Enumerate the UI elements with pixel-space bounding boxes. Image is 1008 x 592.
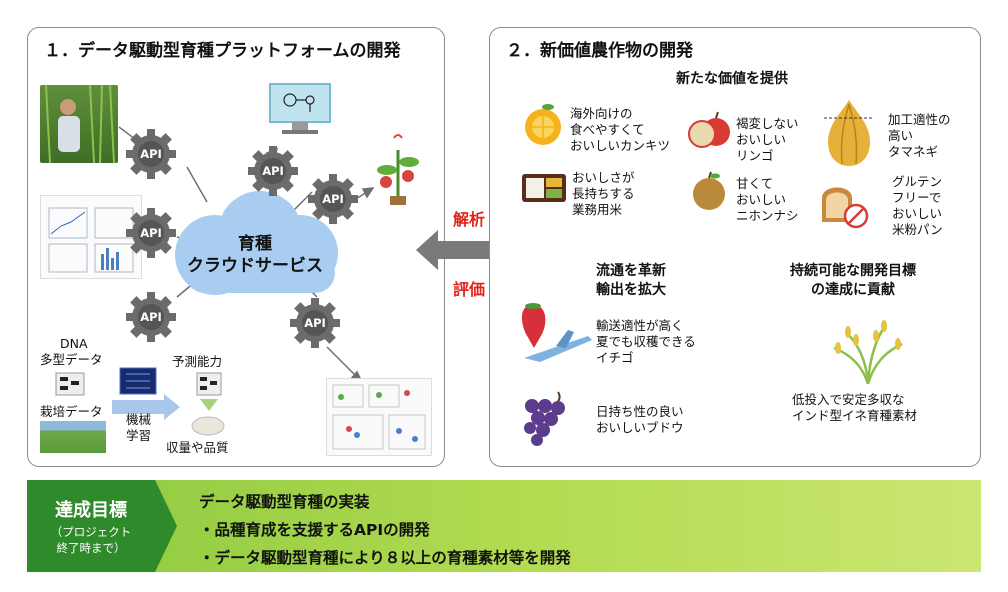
data-chart-thumbnail [40,195,142,279]
goal-sub-1: （プロジェクト [50,525,132,539]
goal-title: 達成目標 [55,500,127,521]
apple-icon [688,111,730,148]
new-crops-panel: ２．新価値農作物の開発 [489,27,981,467]
ml-label-2: 学習 [126,428,152,443]
yield-label: 収量や品質 [166,440,229,455]
api-gear-label: API [140,310,162,324]
prediction-chip-icon [196,372,222,396]
bidirectional-arrow [416,230,520,270]
farmer-photo [40,85,118,163]
onion-icon [824,100,874,166]
breeding-cloud-icon [175,191,338,295]
api-gear-label: API [262,164,284,178]
cloud-label-2: クラウドサービス [187,256,323,276]
pear-icon [693,171,725,210]
new-value-heading: 新たな価値を提供 [676,71,788,87]
api-gear-label: API [140,226,162,240]
grape-icon [524,391,565,446]
crop-text-onion: 加工適性の 高い タマネギ [888,112,951,159]
api-gear-icon: API [124,127,178,181]
rice-box-icon [522,174,566,202]
crop-text-rice-box: おいしさが 長持ちする 業務用米 [572,170,635,217]
dna-gel-icon [55,372,85,396]
api-gear-icon: API [124,206,178,260]
goal-line-3: ・データ駆動型育種により８以上の育種素材等を開発 [199,549,571,567]
grape-text: 日持ち性の良い おいしいブドウ [596,404,684,435]
api-gear-label: API [304,316,326,330]
rice-plant-icon [833,320,903,384]
cloud-label: 育種 クラウドサービス [170,233,340,277]
goal-bar: 達成目標 （プロジェクト 終了時まで） データ駆動型育種の実装 ・品種育成を支援… [27,480,981,572]
citrus-icon [525,104,561,145]
sustainable-heading: 持続可能な開発目標 の達成に貢献 [790,263,916,298]
api-gear-icon: API [246,144,300,198]
crop-text-bread: グルテン フリーで おいしい 米粉パン [892,174,943,237]
strawberry-text: 輸送適性が高く 夏でも収穫できる イチゴ [596,318,696,365]
cultivation-label: 栽培データ [40,404,103,419]
plant-sensor-icon [377,134,419,205]
bread-icon [822,187,869,229]
api-gear-icon: API [288,296,342,350]
rice-text: 低投入で安定多収な インド型イネ育種素材 [792,392,918,423]
strawberry-airplane-icon [521,303,592,362]
api-gear-icon: API [306,172,360,226]
cloud-label-1: 育種 [238,234,272,254]
dna-label-2: 多型データ [40,352,103,367]
api-gear-label: API [322,192,344,206]
goal-badge: 達成目標 （プロジェクト 終了時まで） [27,480,177,572]
ml-arrow [112,394,180,420]
goal-line-2: ・品種育成を支援するAPIの開発 [199,521,430,539]
chip-icon [119,367,157,395]
down-arrow-icon [200,399,218,411]
api-gear-label: API [140,147,162,161]
analysis-label: 解析 [453,210,486,229]
distribution-heading: 流通を革新 輸出を拡大 [596,263,666,298]
monitor-icon [269,83,331,134]
api-gear-icon: API [124,290,178,344]
dna-label-1: DNA [60,336,88,351]
new-crops-panel-title: ２．新価値農作物の開発 [506,41,693,61]
rice-grain-icon [191,416,225,436]
prediction-label: 予測能力 [172,354,223,369]
evaluation-label: 評価 [453,280,486,299]
crop-text-citrus: 海外向けの 食べやすくて おいしいカンキツ [570,106,671,153]
goal-line-1: データ駆動型育種の実装 [199,493,370,511]
pathway-diagram-thumbnail [326,378,432,456]
field-photo [40,421,106,453]
ml-label-1: 機械 [126,412,152,427]
crop-text-apple: 褐変しない おいしい リンゴ [736,116,799,163]
crop-text-pear: 甘くて おいしい ニホンナシ [736,176,799,223]
goal-sub-2: 終了時まで） [56,541,126,555]
platform-panel-title: １．データ駆動型育種プラットフォームの開発 [44,41,401,61]
